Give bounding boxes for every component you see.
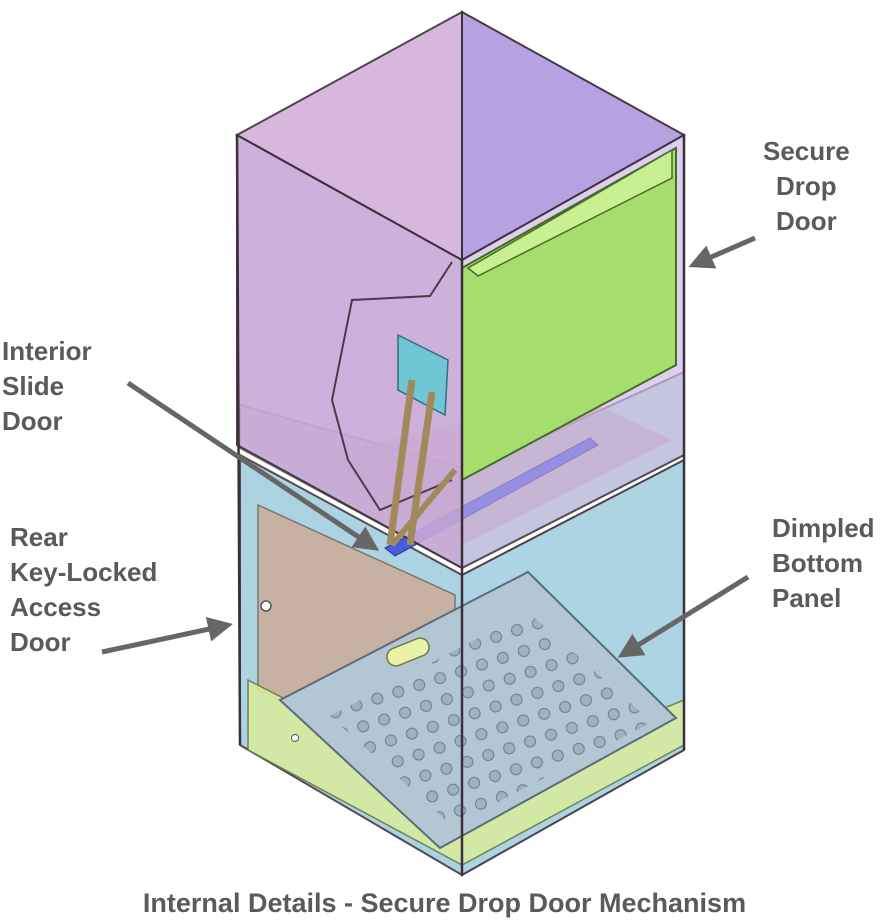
door-lock: [260, 600, 272, 612]
drop-door-lip: [466, 148, 673, 277]
linkage-arm-3: [389, 468, 458, 547]
secure-drop-door-arrow: [688, 235, 756, 269]
callout-dimpled-bottom-panel: Dimpled Bottom Panel: [772, 513, 875, 613]
callout-rear-access-door: Rear Key-Locked Access Door: [10, 522, 158, 657]
callout-secure-drop-door: Secure Drop Door: [763, 136, 850, 236]
interior-slide-door-outline: [330, 261, 453, 512]
rear-access-door-arrow: [101, 616, 233, 655]
callout-interior-slide-door: Interior Slide Door: [2, 336, 92, 436]
figure-caption: Internal Details - Secure Drop Door Mech…: [142, 888, 747, 918]
panel-slot: [386, 637, 430, 667]
linkage-arm-1: [386, 379, 416, 546]
floor-screw: [291, 734, 299, 742]
left-vertical-edge: [235, 134, 242, 746]
interior-slide-door-arrow: [126, 380, 380, 551]
dimpled-bottom-panel-arrow: [617, 574, 750, 658]
dimple-grid: [330, 612, 652, 826]
